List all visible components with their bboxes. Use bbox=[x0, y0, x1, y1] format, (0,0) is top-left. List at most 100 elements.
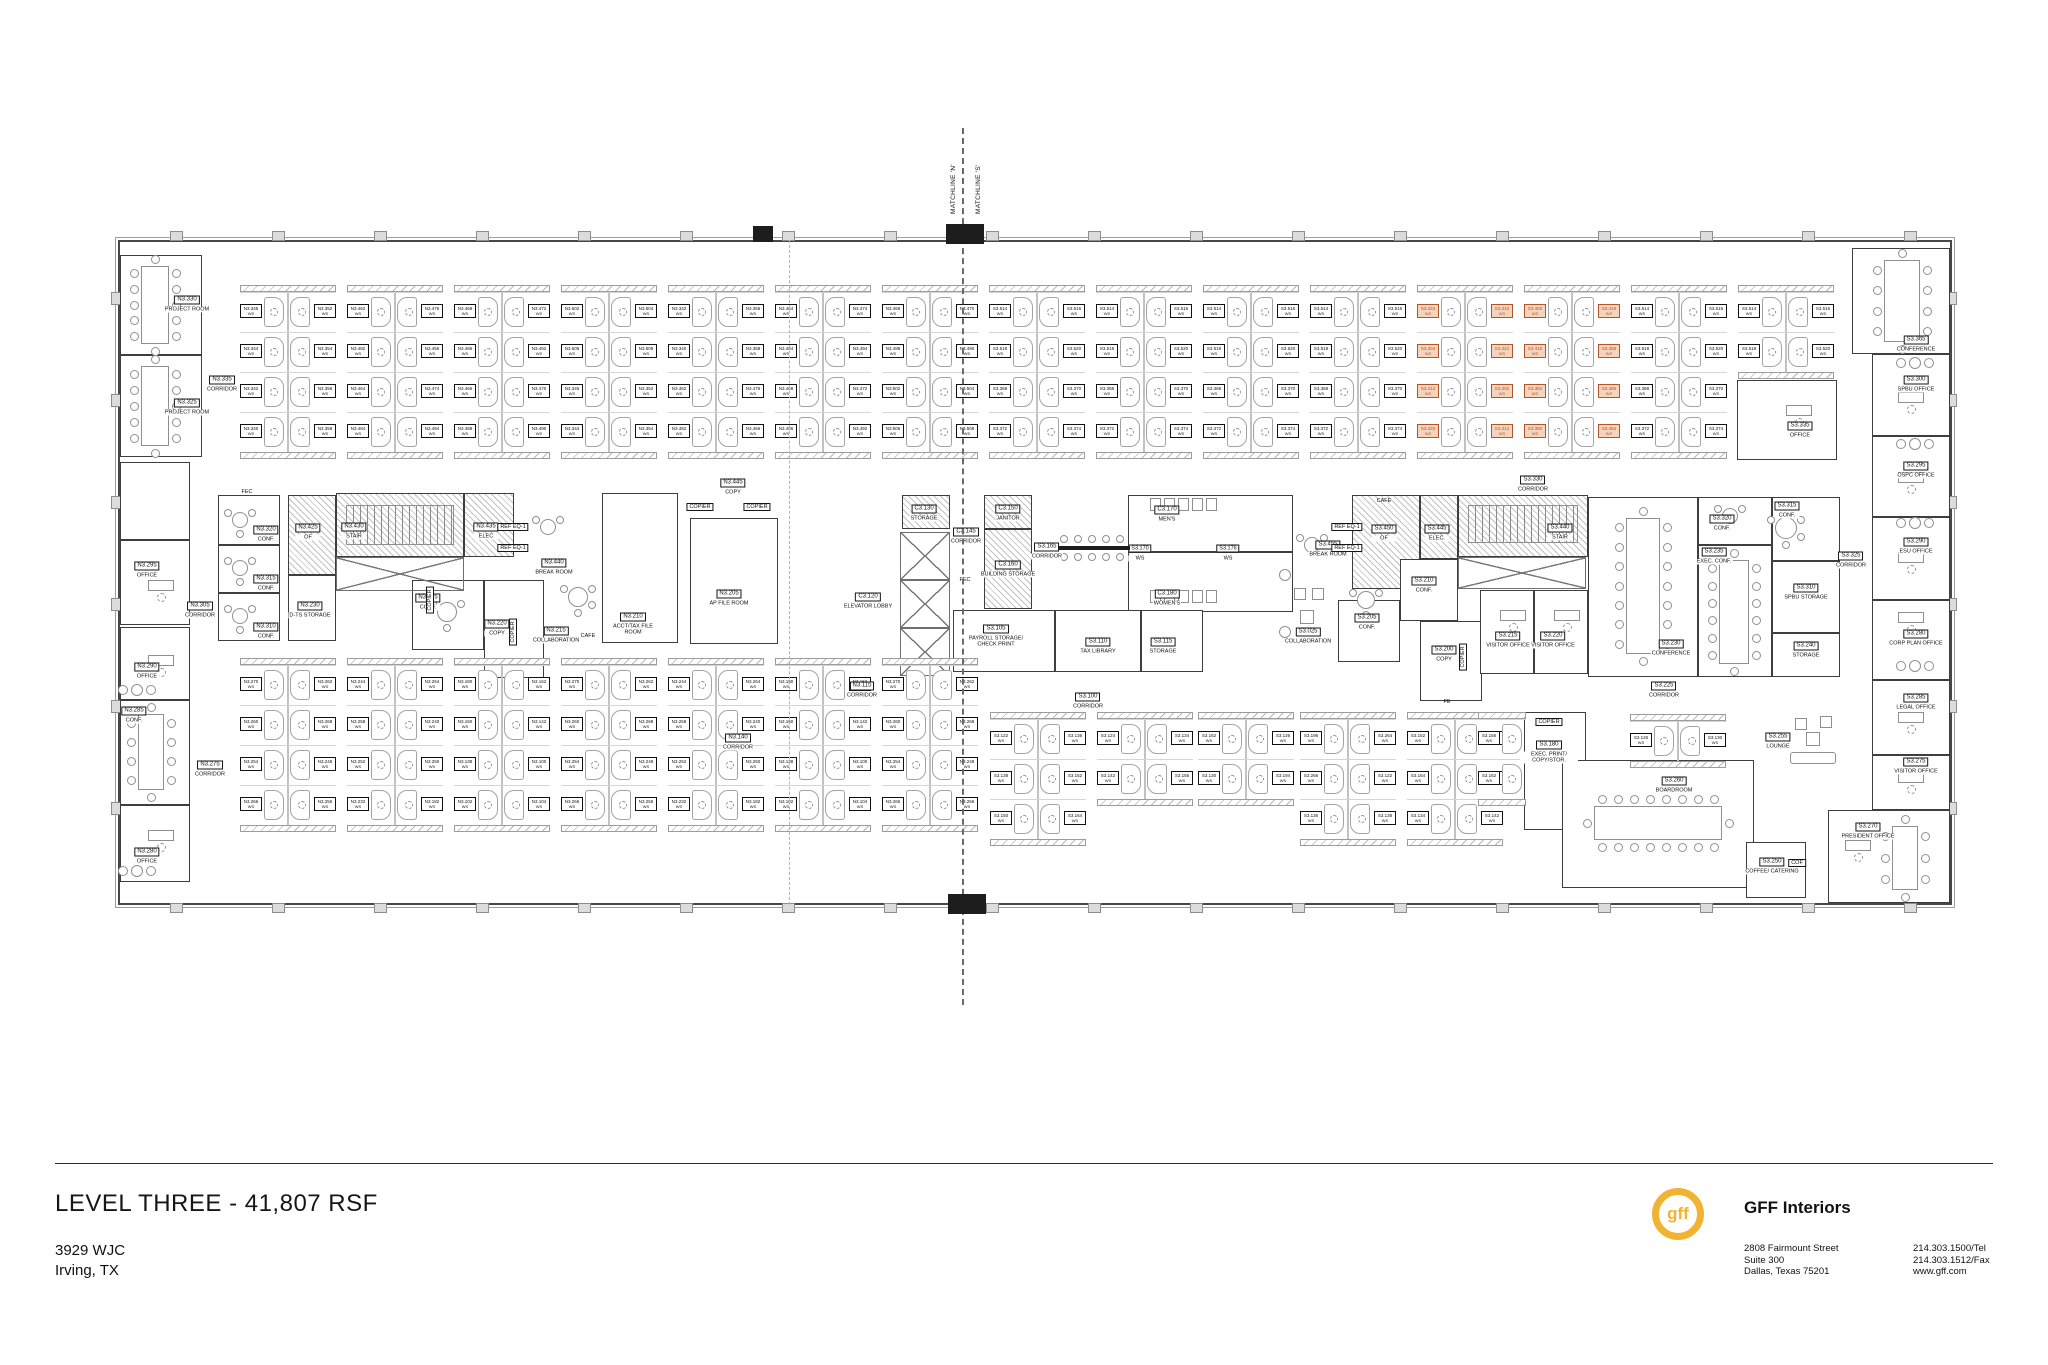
workstation-number: N3.160 bbox=[457, 719, 473, 724]
ws-text: WS bbox=[996, 351, 1004, 356]
task-chair-icon bbox=[1155, 775, 1163, 783]
task-chair-icon bbox=[1661, 388, 1669, 396]
desk bbox=[1898, 612, 1924, 623]
chair-icon bbox=[1582, 818, 1592, 828]
task-chair-icon bbox=[1508, 735, 1516, 743]
workstation-number: S3.520 bbox=[1815, 346, 1831, 351]
ws-text: WS bbox=[1307, 818, 1315, 823]
task-chair-icon bbox=[1019, 428, 1027, 436]
task-chair-icon bbox=[405, 801, 413, 809]
chair-icon bbox=[1880, 832, 1890, 842]
ws-text: WS bbox=[997, 738, 1005, 743]
chair-icon bbox=[1909, 357, 1921, 369]
chair-icon bbox=[1853, 852, 1863, 862]
workstation-number: N3.486 bbox=[457, 346, 473, 351]
task-chair-icon bbox=[1256, 775, 1264, 783]
ws-text: WS bbox=[1284, 391, 1292, 396]
equipment-label-text: FE bbox=[1443, 699, 1451, 705]
room bbox=[1420, 495, 1458, 559]
workstation-number: N3.476 bbox=[745, 386, 761, 391]
chair-icon bbox=[1638, 656, 1648, 666]
column-tab bbox=[374, 231, 387, 241]
ws-text: WS bbox=[321, 724, 329, 729]
elevator-shaft-icon bbox=[1458, 557, 1586, 589]
room bbox=[1737, 380, 1837, 460]
toilet-stall-icon bbox=[1178, 498, 1189, 511]
chair-icon bbox=[150, 254, 160, 264]
column-tab bbox=[1700, 231, 1713, 241]
chair-icon bbox=[232, 560, 248, 576]
ws-text: WS bbox=[1605, 311, 1613, 316]
chair-icon bbox=[171, 316, 181, 326]
equipment-label: COF bbox=[1788, 851, 1806, 869]
ws-text: WS bbox=[1210, 351, 1218, 356]
chair-icon bbox=[146, 792, 156, 802]
task-chair-icon bbox=[1689, 308, 1697, 316]
ws-text: WS bbox=[535, 351, 543, 356]
chair-icon bbox=[1751, 598, 1761, 608]
workstation-number: S3.126 bbox=[1633, 735, 1649, 740]
cubicle-cap bbox=[775, 658, 871, 665]
workstation-number: S3.514 bbox=[1741, 306, 1757, 311]
chair-icon bbox=[129, 331, 139, 341]
column-tab bbox=[1292, 231, 1305, 241]
ws-text: WS bbox=[1414, 738, 1422, 743]
workstation-number: N3.470 bbox=[531, 386, 547, 391]
task-chair-icon bbox=[1582, 388, 1590, 396]
task-chair-icon bbox=[270, 348, 278, 356]
firm-contact-line: 214.303.1512/Fax bbox=[1913, 1254, 1990, 1266]
task-chair-icon bbox=[619, 308, 627, 316]
workstation-number: S3.374 bbox=[1708, 426, 1724, 431]
conference-table bbox=[1594, 806, 1722, 840]
task-chair-icon bbox=[1127, 775, 1135, 783]
cubicle-cap bbox=[347, 658, 443, 665]
chair-icon bbox=[1645, 794, 1655, 804]
elevator-shaft-icon bbox=[900, 532, 950, 580]
cubicle-cap bbox=[882, 452, 978, 459]
workstation-number: N3.250 bbox=[745, 759, 761, 764]
ws-text: WS bbox=[1381, 738, 1389, 743]
ws-text: WS bbox=[1424, 431, 1432, 436]
ws-text: WS bbox=[428, 391, 436, 396]
ws-text: WS bbox=[461, 431, 469, 436]
chair-icon bbox=[1920, 832, 1930, 842]
ws-text: WS bbox=[1638, 351, 1646, 356]
ws-text: WS bbox=[642, 804, 650, 809]
workstation-number: N3.248 bbox=[317, 759, 333, 764]
task-chair-icon bbox=[512, 348, 520, 356]
task-chair-icon bbox=[805, 761, 813, 769]
task-chair-icon bbox=[940, 761, 948, 769]
